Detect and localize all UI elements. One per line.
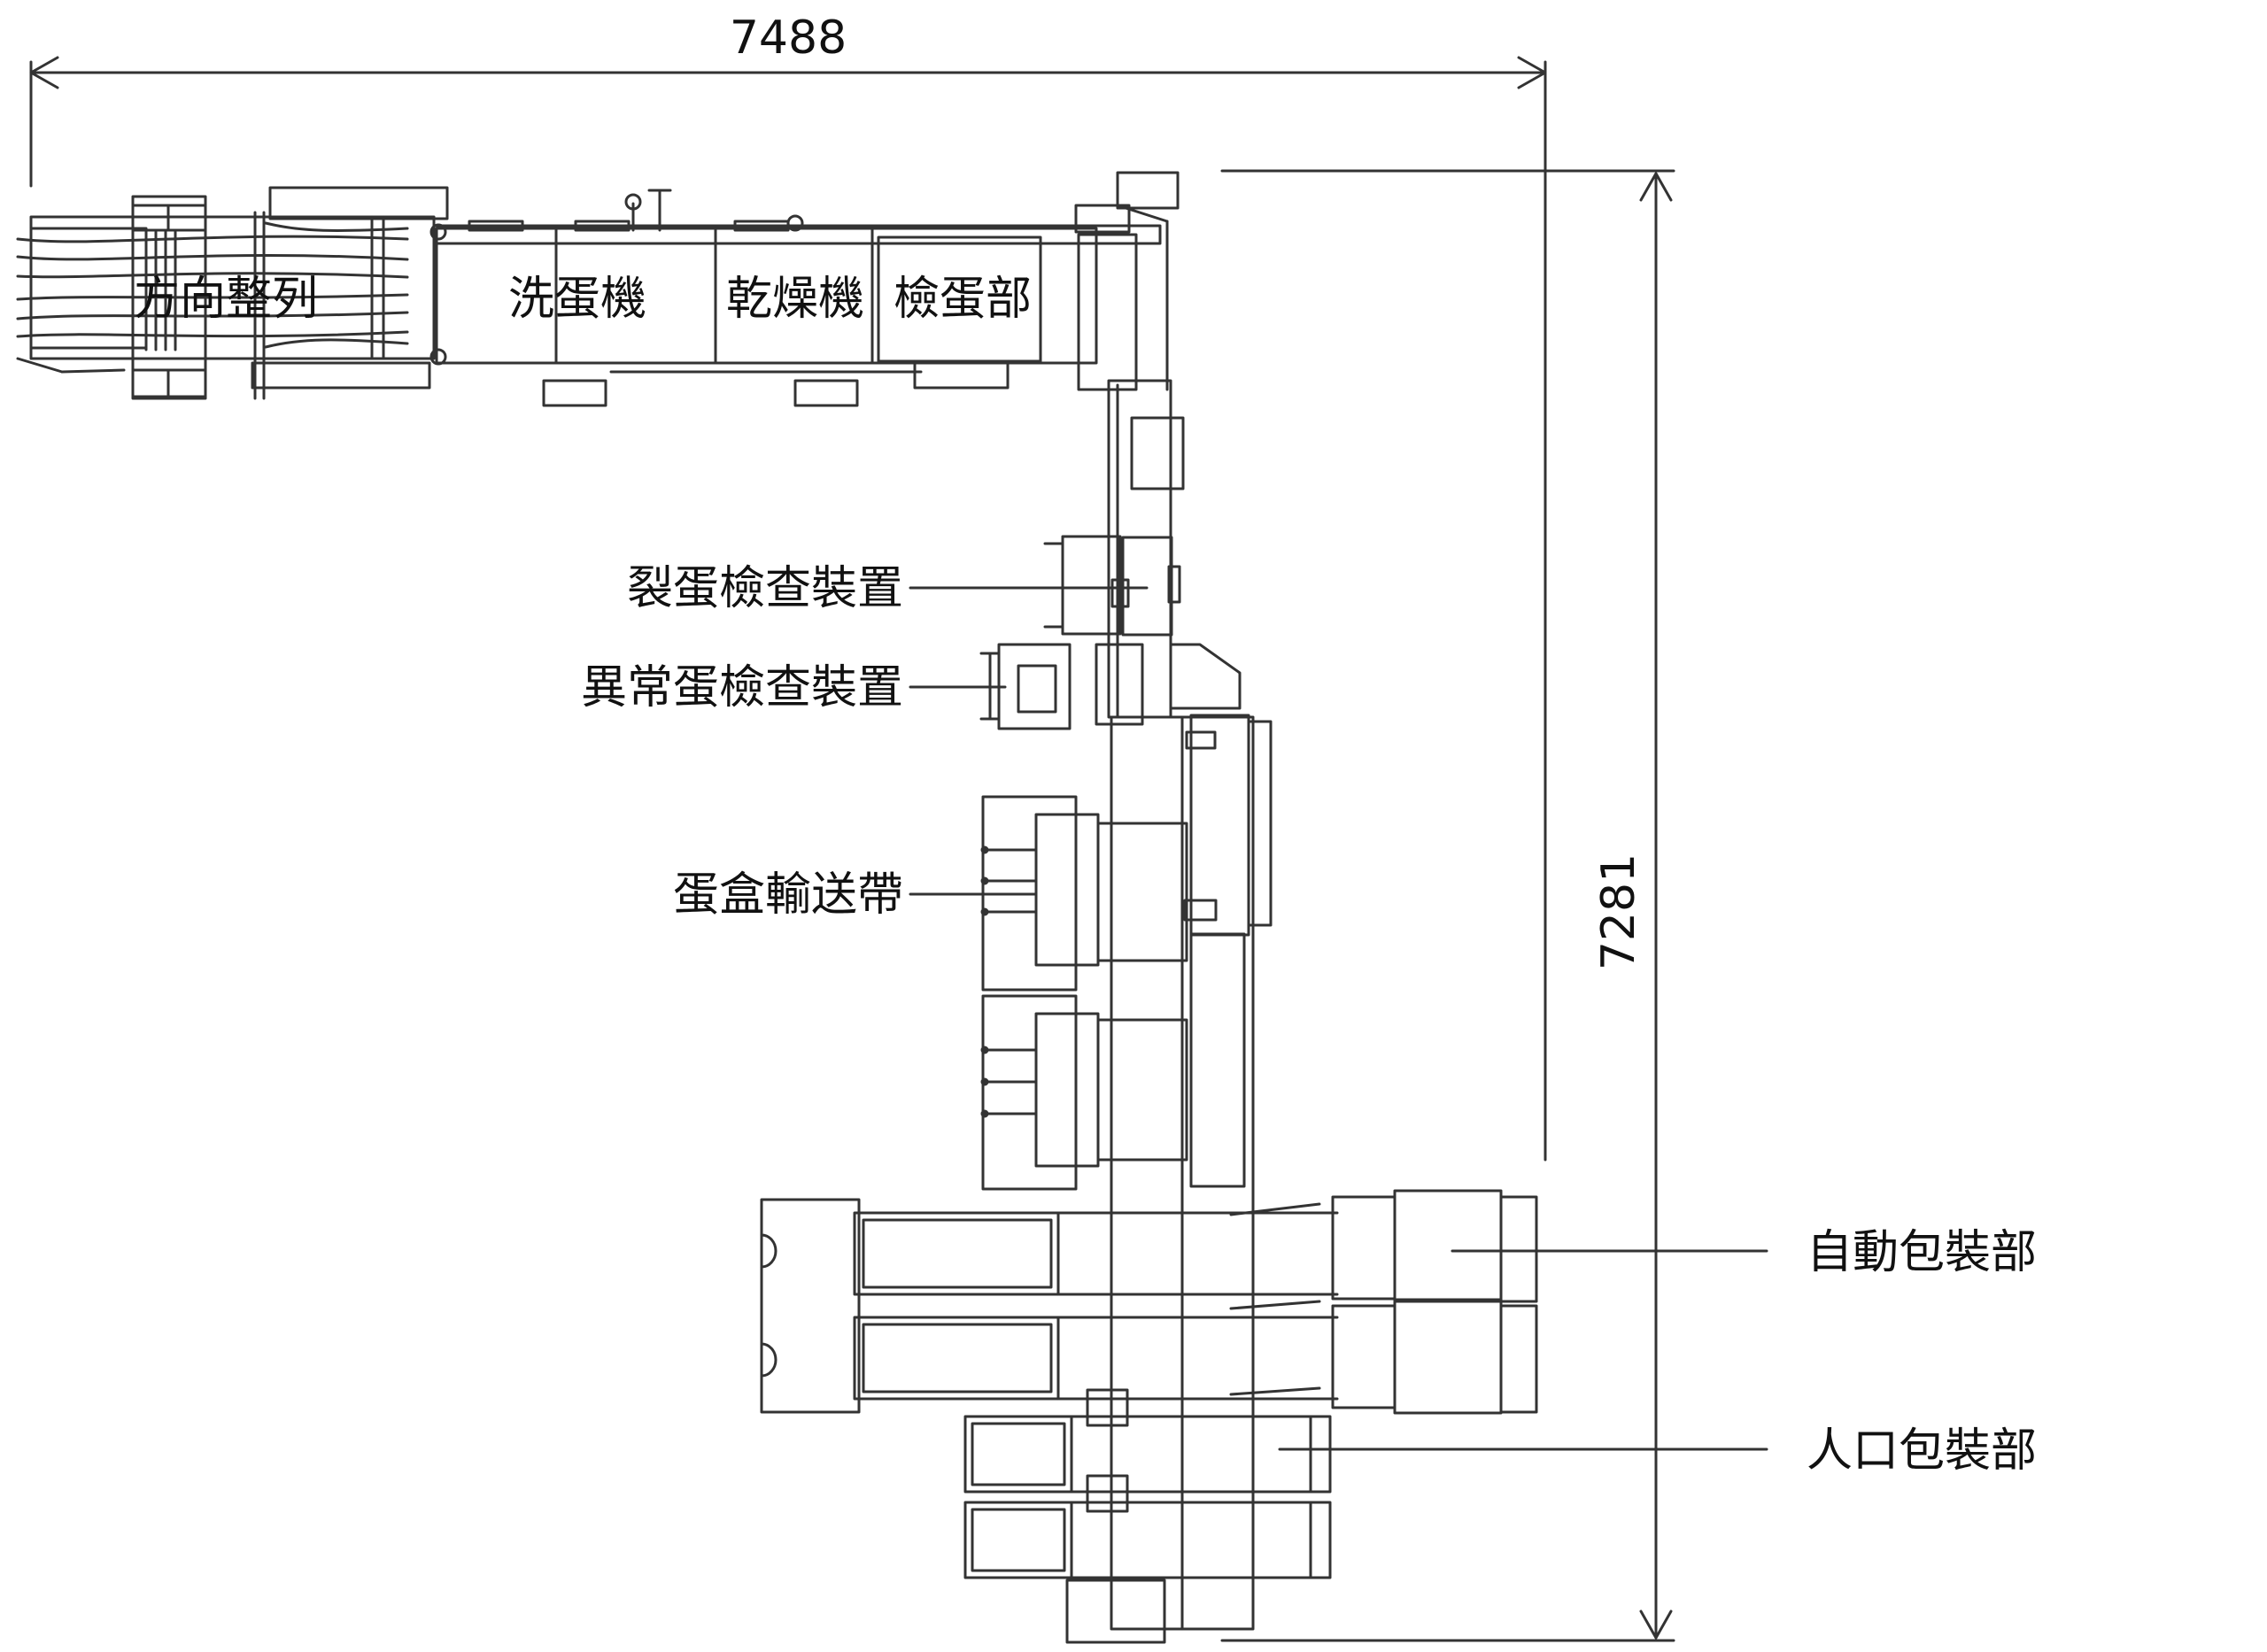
section-label-inspect: 檢蛋部 [894,273,1032,326]
callout-abnormal-detector: 異常蛋檢查裝置 [581,661,903,714]
vertical-transfer-conveyor [1043,379,1242,726]
width-dimension-label: 7488 [730,12,847,65]
auto-packing-unit [760,1189,1538,1415]
wash-dry-inspect-module [429,171,1180,407]
callout-auto-packing: 自動包裝部 [1807,1226,2037,1279]
section-label-orient: 方向整列 [134,273,318,326]
section-label-dryer: 乾燥機 [726,273,864,326]
packing-main-frame [1110,714,1273,1631]
height-dimension-label: 7281 [1592,853,1645,970]
orientation-unit [16,186,449,400]
tray-conveyor-2 [980,994,1188,1191]
callout-tray-conveyor: 蛋盒輸送帶 [673,868,903,922]
height-dimension [1220,169,1675,1642]
leader-lines [909,586,1768,1451]
callout-crack-detector: 裂蛋檢查裝置 [627,562,903,615]
callout-manual-packing: 人口包裝部 [1807,1424,2037,1478]
section-label-washer: 洗蛋機 [508,273,646,326]
width-dimension [29,56,1547,1162]
manual-packing-unit [963,1388,1332,1644]
